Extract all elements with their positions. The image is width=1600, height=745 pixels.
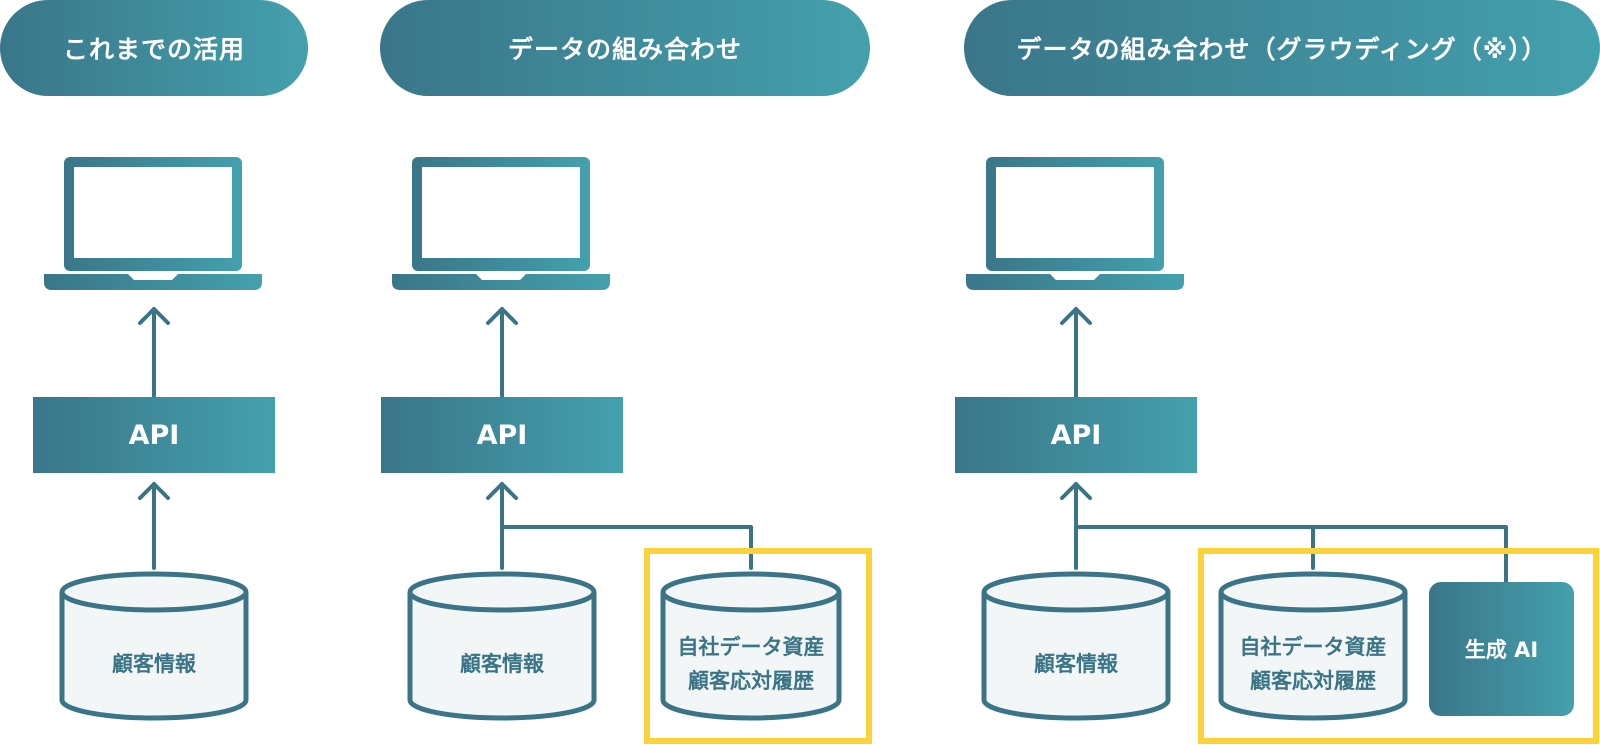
arrow-up-icon: [138, 307, 170, 399]
highlight-frame: [1198, 548, 1599, 744]
database-label: 自社データ資産 顧客応対履歴: [1239, 635, 1387, 693]
generative-ai-box: 生成 AI: [1429, 582, 1574, 716]
laptop-icon: [392, 157, 610, 290]
database-label: 顧客情報: [1034, 652, 1118, 676]
api-label: API: [128, 419, 180, 451]
api-label: API: [476, 419, 528, 451]
column-header-grounding: データの組み合わせ（グラウディング（※））: [964, 0, 1600, 96]
generative-ai-label: 生成 AI: [1464, 638, 1539, 662]
laptop-icon: [44, 157, 262, 290]
highlight-frame: [644, 548, 872, 744]
column-header-legacy: これまでの活用: [0, 0, 308, 96]
column-header-legacy-label: これまでの活用: [62, 35, 245, 64]
api-label: API: [1050, 419, 1102, 451]
connector-line: [1074, 525, 1508, 584]
database-label: 自社データ資産 顧客応対履歴: [677, 635, 825, 693]
database-icon: [1218, 571, 1408, 721]
api-box: API: [33, 397, 275, 473]
database-icon: [407, 571, 597, 721]
database-icon: [59, 571, 249, 721]
database-label: 顧客情報: [460, 652, 544, 676]
column-header-data-combination-label: データの組み合わせ: [507, 35, 742, 64]
column-header-data-combination: データの組み合わせ: [380, 0, 870, 96]
database-icon: [981, 571, 1171, 721]
api-box: API: [955, 397, 1197, 473]
column-header-grounding-label: データの組み合わせ（グラウディング（※））: [1016, 35, 1548, 64]
connector-line: [500, 525, 753, 570]
arrow-up-icon: [1060, 307, 1092, 399]
arrow-up-icon: [486, 307, 518, 399]
arrow-up-icon: [138, 482, 170, 570]
laptop-icon: [966, 157, 1184, 290]
database-icon: [660, 571, 842, 721]
database-label: 顧客情報: [112, 652, 196, 676]
api-box: API: [381, 397, 623, 473]
